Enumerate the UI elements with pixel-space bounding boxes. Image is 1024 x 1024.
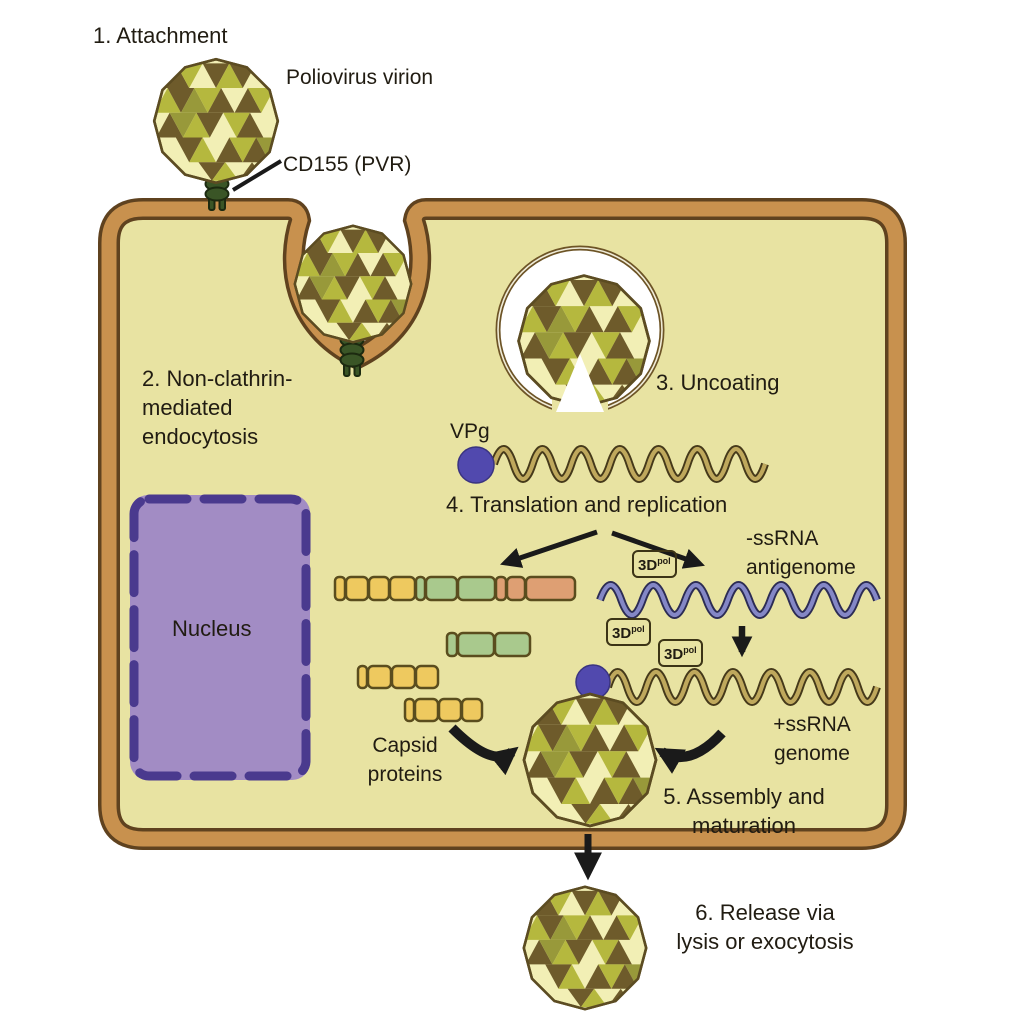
vpg-rna-strand bbox=[490, 445, 769, 483]
assembly-arrow-right bbox=[654, 729, 726, 774]
capsid-proteins-label: Capsid proteins bbox=[367, 734, 443, 786]
step1-label: 1. Attachment bbox=[93, 23, 228, 48]
poliovirus-virion-label: Poliovirus virion bbox=[286, 66, 434, 89]
cd155-pointer-line bbox=[231, 159, 283, 192]
plus-ssrna-strand bbox=[604, 668, 881, 706]
polyprotein-bar bbox=[333, 575, 577, 602]
virion-released bbox=[524, 887, 652, 1009]
p2-protein-bar bbox=[445, 631, 532, 658]
cd155-label: CD155 (PVR) bbox=[283, 153, 412, 176]
capsid-protein-bar-2 bbox=[403, 697, 484, 723]
capsid-protein-bar-1 bbox=[356, 664, 440, 690]
plus-ssrna-label: +ssRNA genome bbox=[773, 713, 851, 765]
step4-label: 4. Translation and replication bbox=[446, 492, 728, 517]
nucleus bbox=[129, 494, 311, 781]
3dpol-badge-3: 3Dpol bbox=[658, 639, 703, 667]
minus-ssrna-label: -ssRNA antigenome bbox=[746, 527, 856, 579]
replication-arrow-right bbox=[611, 530, 705, 569]
vpg-protein-dot bbox=[457, 446, 495, 484]
3dpol-badge-1: 3Dpol bbox=[632, 550, 677, 578]
step5-label: 5. Assembly and maturation bbox=[663, 784, 825, 838]
step6-label: 6. Release via lysis or exocytosis bbox=[676, 900, 854, 954]
minus-ssrna-strand bbox=[596, 581, 881, 619]
step2-label: 2. Non-clathrin- mediated endocytosis bbox=[142, 366, 293, 449]
vpg-label: VPg bbox=[450, 420, 490, 443]
uncoating-notch bbox=[556, 354, 604, 412]
assembly-arrow-left bbox=[448, 724, 519, 776]
3dpol-badge-2: 3Dpol bbox=[606, 618, 651, 646]
translation-arrow-left bbox=[500, 529, 598, 568]
nucleus-label: Nucleus bbox=[172, 616, 252, 641]
step3-label: 3. Uncoating bbox=[656, 370, 780, 395]
virion-attachment bbox=[154, 59, 283, 183]
